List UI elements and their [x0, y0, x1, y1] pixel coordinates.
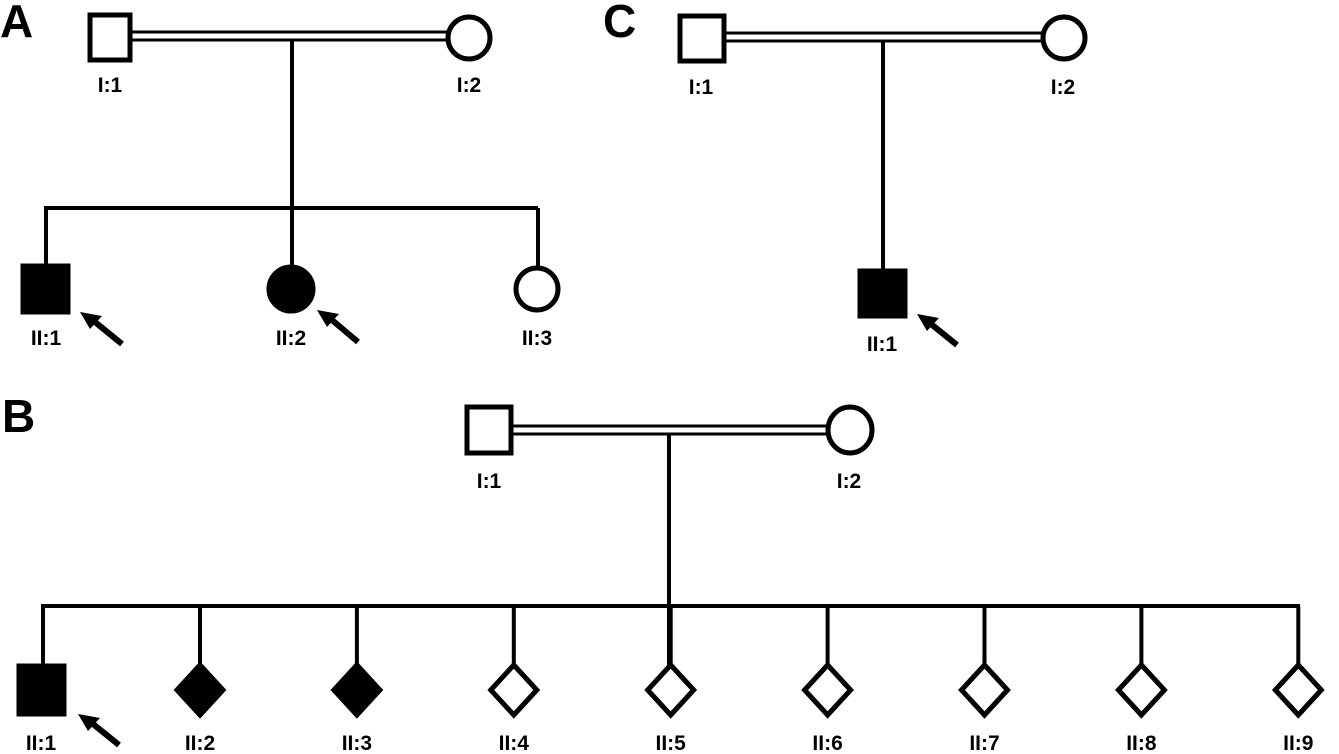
- individual-unknown-sex-affected: [173, 661, 227, 719]
- individual-label: II:5: [656, 732, 687, 754]
- individual-label: II:3: [522, 327, 552, 350]
- individual-female-unaffected: [825, 404, 875, 456]
- individual-unknown-sex-unaffected: [644, 661, 698, 719]
- individual-male-unaffected: [464, 404, 514, 456]
- individual-male-affected: [857, 268, 908, 319]
- individual-male-affected: [20, 263, 71, 315]
- individual-female-unaffected: [1040, 14, 1088, 62]
- individual-label: I:1: [477, 470, 502, 493]
- proband-arrow-icon: [78, 714, 121, 748]
- individual-label: II:2: [276, 327, 306, 350]
- individual-unknown-sex-unaffected: [1115, 661, 1168, 719]
- individual-male-unaffected: [677, 13, 727, 64]
- individual-label: I:2: [1051, 76, 1076, 99]
- individual-female-unaffected: [513, 265, 561, 313]
- individual-label: II:1: [31, 327, 62, 350]
- individual-label: II:4: [499, 732, 530, 754]
- proband-arrow-icon: [917, 314, 959, 348]
- individual-label: II:3: [342, 732, 372, 754]
- individual-label: II:6: [812, 732, 842, 754]
- individual-unknown-sex-unaffected: [801, 661, 854, 719]
- individual-label: II:7: [969, 732, 999, 754]
- individual-label: II:1: [867, 333, 898, 356]
- individual-label: II:8: [1126, 732, 1157, 754]
- individual-label: II:2: [185, 732, 215, 754]
- individual-male-unaffected: [87, 12, 133, 63]
- individual-unknown-sex-unaffected: [487, 661, 541, 719]
- panel-label-b: B: [2, 390, 35, 442]
- individual-unknown-sex-unaffected: [958, 661, 1011, 719]
- individual-label: I:2: [837, 470, 862, 493]
- individual-label: II:9: [1283, 732, 1313, 754]
- panel-c: C I:1 I:2 II:1: [603, 0, 1088, 356]
- individual-unknown-sex-unaffected: [1271, 661, 1325, 719]
- individual-female-affected: [266, 264, 316, 314]
- individual-label: I:1: [689, 76, 714, 99]
- individual-label: I:1: [98, 74, 123, 97]
- individual-label: I:2: [457, 74, 482, 97]
- panel-a: A I:1 I:2 II:1 II:2 II:3: [0, 0, 561, 350]
- sibling-group: II:2 II:3 II:4 II:5 II:6 II:7 II:8 II:9: [173, 606, 1325, 754]
- proband-arrow-icon: [317, 310, 360, 345]
- individual-female-unaffected: [445, 14, 493, 62]
- individual-label: II:1: [26, 732, 57, 754]
- proband-arrow-icon: [80, 312, 124, 347]
- panel-label-c: C: [603, 0, 636, 47]
- individual-male-affected: [16, 663, 67, 717]
- panel-label-a: A: [0, 0, 33, 47]
- individual-unknown-sex-affected: [330, 661, 384, 719]
